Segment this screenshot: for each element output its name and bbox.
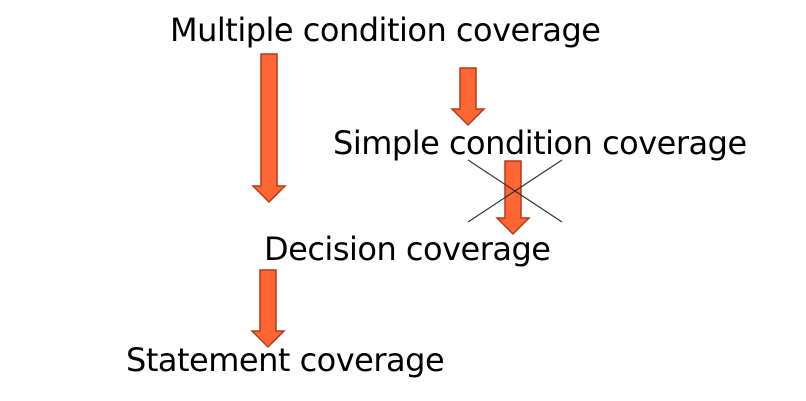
node-simple-condition-coverage: Simple condition coverage <box>333 124 747 162</box>
node-statement-coverage: Statement coverage <box>126 341 445 379</box>
arrow-multiple-to-decision <box>251 53 287 204</box>
node-decision-coverage: Decision coverage <box>264 230 551 268</box>
node-multiple-condition-coverage: Multiple condition coverage <box>170 11 601 49</box>
arrow-multiple-to-simple <box>450 67 486 127</box>
arrow-simple-to-decision <box>495 160 531 236</box>
arrow-decision-to-statement <box>250 269 286 349</box>
cross-line-2 <box>467 159 563 223</box>
